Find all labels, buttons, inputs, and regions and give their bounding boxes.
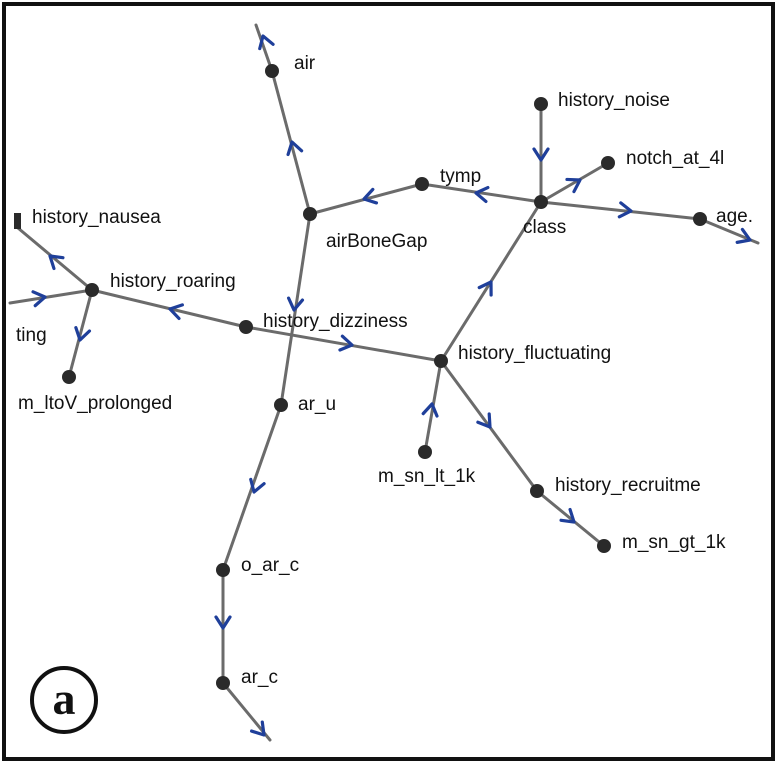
arrow-icon — [249, 477, 266, 494]
edge-class-age — [539, 200, 702, 221]
label-class: class — [523, 217, 566, 238]
node-dot-ar-u — [274, 398, 288, 412]
arrow-icon — [476, 412, 492, 429]
node-dot-o-ar-c — [216, 563, 230, 577]
arrow-icon — [565, 177, 582, 194]
arrow-icon — [286, 140, 304, 157]
edge-air-out — [254, 23, 274, 73]
arrow-icon — [474, 185, 490, 204]
node-dot-airbonegap — [303, 207, 317, 221]
panel-label-letter: a — [53, 673, 76, 724]
panel-label-circle — [30, 666, 98, 734]
node-dot-history-noise — [534, 97, 548, 111]
arrow-icon — [477, 280, 493, 297]
label-o-ar-c: o_ar_c — [241, 555, 299, 576]
arrow-icon — [74, 326, 92, 342]
node-dot-history-dizziness — [239, 320, 253, 334]
labels: air history_noise notch_at_4l tymp class… — [16, 53, 753, 688]
node-dot-ar-c — [216, 676, 230, 690]
panel-label: a — [30, 666, 98, 734]
arrow-icon — [214, 615, 232, 630]
label-m-sn-gt: m_sn_gt_1k — [622, 532, 726, 553]
arrowheads — [31, 34, 752, 737]
label-history-fluctuating: history_fluctuating — [458, 343, 611, 364]
node-dot-m-sn-gt — [597, 539, 611, 553]
node-dot-history-nausea — [14, 213, 21, 229]
arrow-icon — [338, 334, 354, 352]
label-air: air — [294, 53, 316, 74]
node-dot-m-ltov — [62, 370, 76, 384]
node-dot-air — [265, 64, 279, 78]
edge-class-tymp — [420, 182, 543, 204]
node-dot-history-fluctuating — [434, 354, 448, 368]
node-dot-class — [534, 195, 548, 209]
arrow-icon — [532, 147, 550, 162]
label-ting: ting — [16, 325, 47, 346]
nodes — [14, 64, 707, 690]
edge-roaring-ting — [8, 288, 94, 305]
node-dot-m-sn-lt — [418, 445, 432, 459]
arrow-icon — [421, 402, 439, 418]
node-dot-notch — [601, 156, 615, 170]
label-tymp: tymp — [440, 166, 481, 187]
edge-roaring-nausea — [16, 226, 94, 292]
node-dot-tymp — [415, 177, 429, 191]
arrow-icon — [31, 290, 47, 308]
label-history-noise: history_noise — [558, 90, 670, 111]
node-dot-history-recruitme — [530, 484, 544, 498]
arrow-icon — [249, 720, 266, 737]
edge-roaring-ltov — [67, 288, 94, 379]
label-history-roaring: history_roaring — [110, 271, 236, 292]
label-ar-c: ar_c — [241, 667, 278, 688]
label-airbonegap: airBoneGap — [326, 231, 427, 252]
node-dot-history-roaring — [85, 283, 99, 297]
arrow-icon — [617, 201, 633, 219]
label-history-recruitme: history_recruitme — [555, 475, 701, 496]
arrow-icon — [168, 303, 184, 321]
arrow-icon — [362, 187, 379, 205]
label-notch: notch_at_4l — [626, 148, 724, 169]
arrow-icon — [258, 34, 275, 51]
edge-dizz-fluct — [244, 325, 443, 363]
arrow-icon — [286, 296, 305, 312]
label-ar-u: ar_u — [298, 394, 336, 415]
label-m-sn-lt: m_sn_lt_1k — [378, 466, 476, 487]
node-dot-age — [693, 212, 707, 226]
arrow-icon — [559, 507, 576, 524]
arrow-icon — [48, 254, 65, 271]
label-m-ltov: m_ltoV_prolonged — [18, 393, 172, 414]
label-history-dizziness: history_dizziness — [263, 311, 408, 332]
label-history-nausea: history_nausea — [32, 207, 161, 228]
edge-class-notch — [539, 161, 610, 204]
edge-recruit-sngt — [535, 489, 606, 548]
arrow-icon — [735, 227, 752, 244]
label-age: age. — [716, 206, 753, 227]
